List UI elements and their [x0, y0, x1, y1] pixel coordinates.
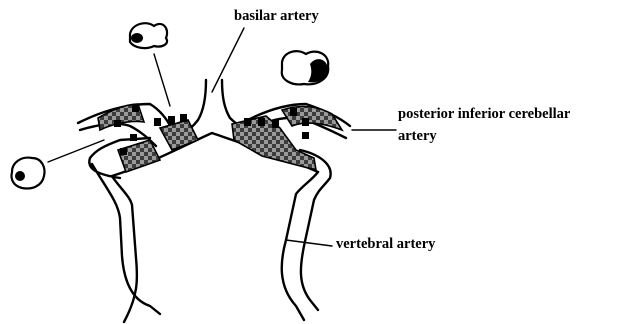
pica-label-line1: posterior inferior cerebellar [398, 106, 571, 122]
left-vertebral-outer-wall [112, 176, 137, 322]
bump [114, 120, 121, 127]
bump [132, 104, 139, 112]
bump [168, 116, 175, 124]
cell-left [11, 158, 44, 189]
pica-label-line2: artery [398, 128, 437, 144]
right-vertebral-outer-wall [282, 172, 318, 320]
bump [180, 114, 187, 122]
bump [258, 118, 265, 126]
bump [130, 134, 137, 141]
cell-top-left [130, 23, 167, 48]
bump [302, 118, 309, 126]
bump [290, 108, 297, 116]
bump [154, 118, 161, 126]
vertebral-artery-label: vertebral artery [336, 236, 436, 252]
basilar-artery-label: basilar artery [234, 8, 319, 24]
bump [302, 132, 309, 139]
bump [244, 118, 251, 126]
plaque-basilar-left [160, 120, 198, 150]
bump [272, 120, 279, 128]
cell-top-right [282, 51, 328, 84]
bump [120, 148, 127, 155]
cell-top-leader [154, 54, 170, 106]
vertebral-leader [286, 240, 332, 246]
basilar-leader [212, 28, 244, 92]
